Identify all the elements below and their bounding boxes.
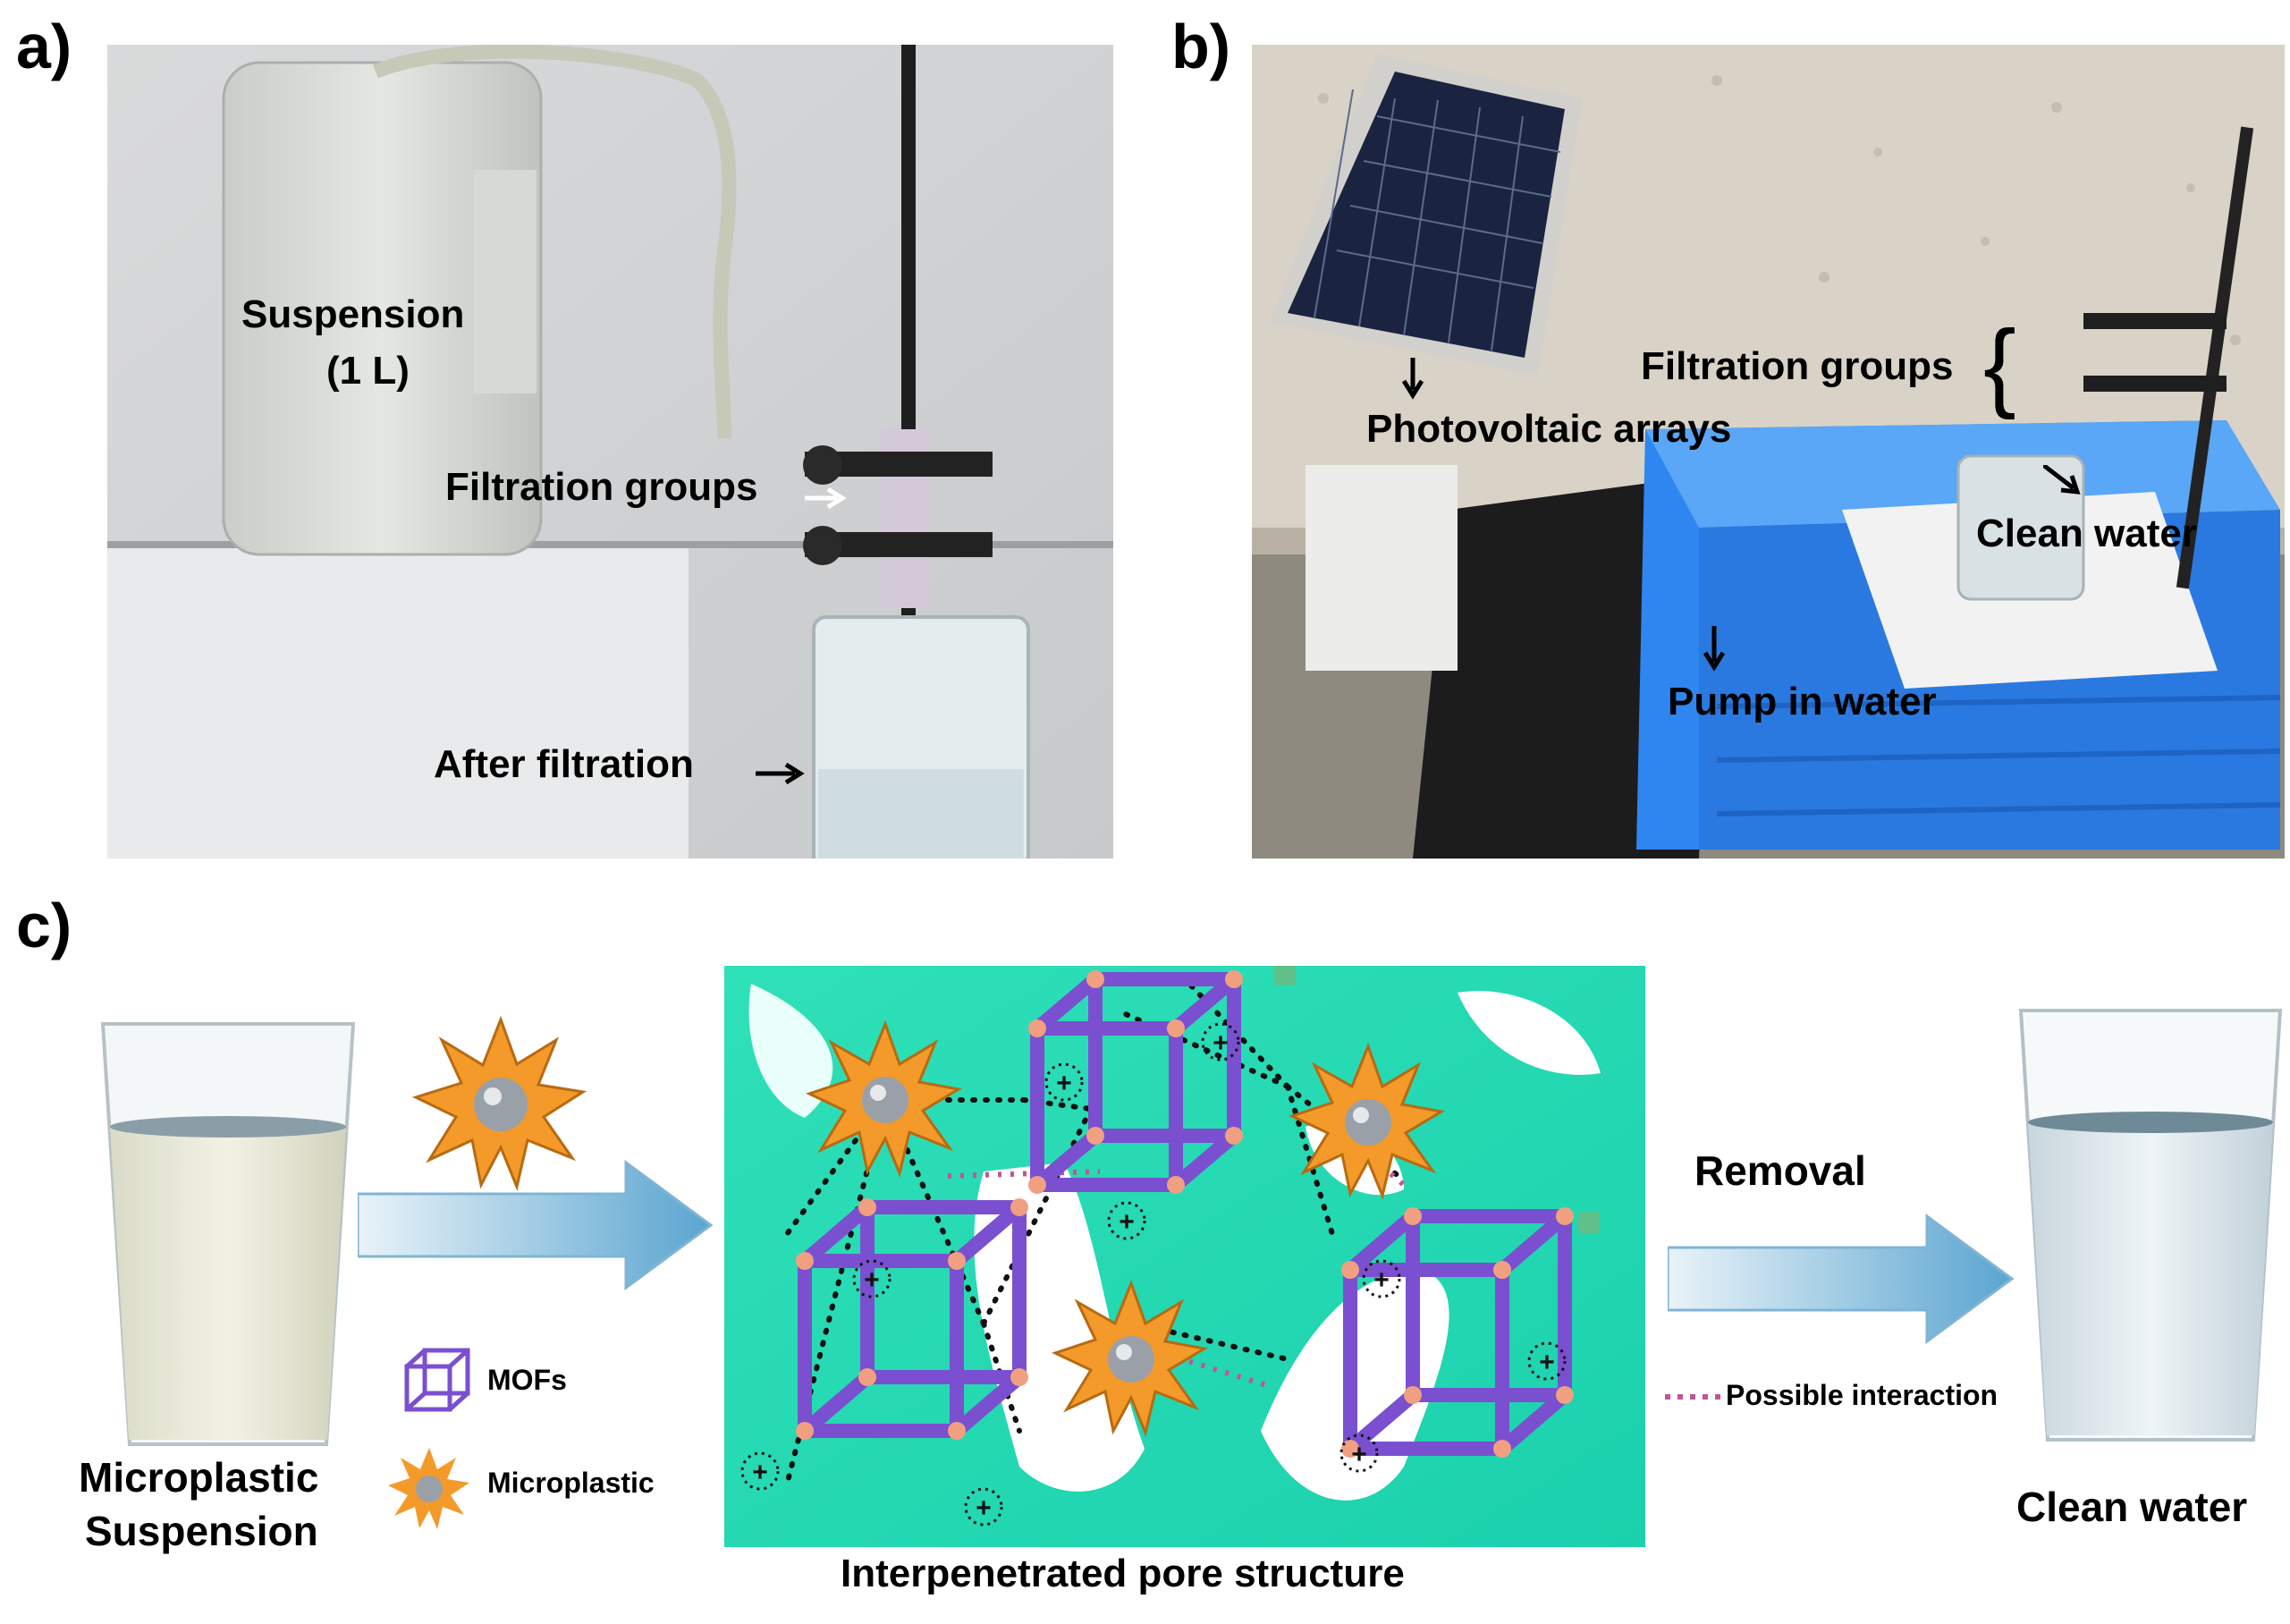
pump-label: Pump in water <box>1668 680 1937 723</box>
clean-water-label-c: Clean water <box>2016 1484 2248 1530</box>
panel-b-photo <box>1252 45 2285 859</box>
photovoltaic-label: Photovoltaic arrays <box>1366 407 1732 451</box>
microplastic-particle-icon <box>411 1015 587 1191</box>
suspension-label: Suspension <box>241 292 465 336</box>
arrow-icon <box>805 487 847 509</box>
microplastic-particle-icon <box>1051 1279 1209 1437</box>
svg-text:+: + <box>1056 1069 1072 1098</box>
brace-icon: { <box>1983 310 2016 420</box>
filtration-groups-label-a: Filtration groups <box>445 465 758 509</box>
panel-c-label: c) <box>16 891 72 960</box>
flow-arrow-icon <box>358 1160 714 1290</box>
svg-text:+: + <box>1351 1440 1367 1469</box>
possible-interaction-label: Possible interaction <box>1726 1379 1998 1411</box>
mof-cube <box>1030 972 1241 1192</box>
suspension-glass <box>100 1022 356 1446</box>
microplastic-particle-icon <box>1288 1042 1446 1200</box>
arrow-icon <box>2043 465 2081 495</box>
pore-structure-caption: Interpenetrated pore structure <box>841 1552 1405 1595</box>
arrow-icon <box>1402 358 1424 400</box>
filtration-groups-label-b: Filtration groups <box>1641 344 1954 388</box>
svg-text:+: + <box>1119 1207 1135 1237</box>
svg-text:+: + <box>1539 1348 1555 1377</box>
microplastic-legend-icon <box>388 1448 469 1529</box>
arrow-icon <box>756 763 805 784</box>
panel-a-photo <box>107 45 1113 859</box>
panel-a-label: a) <box>16 12 72 81</box>
microplastic-particle-icon <box>805 1019 963 1178</box>
after-filtration-label: After filtration <box>434 742 694 786</box>
interaction-line-icon <box>1665 1394 1724 1400</box>
legend-microplastic: Microplastic <box>487 1467 655 1499</box>
clean-water-label-b: Clean water <box>1976 512 2197 555</box>
microplastic-suspension-line1: Microplastic <box>79 1454 319 1501</box>
legend-mofs: MOFs <box>487 1364 567 1396</box>
flow-arrow-icon <box>1668 1214 2015 1344</box>
svg-text:+: + <box>976 1493 992 1523</box>
pore-structure-diagram: + + + + + + + + + <box>724 966 1645 1547</box>
mof-cube <box>798 1200 1027 1438</box>
removal-label: Removal <box>1694 1147 1866 1194</box>
volume-label: (1 L) <box>326 349 410 393</box>
arrow-icon <box>1703 626 1725 672</box>
svg-text:+: + <box>1373 1265 1390 1295</box>
microplastic-suspension-line2: Suspension <box>85 1508 318 1554</box>
mof-cube <box>1343 1209 1572 1456</box>
svg-text:+: + <box>752 1458 768 1487</box>
panel-b-label: b) <box>1171 12 1231 81</box>
svg-text:+: + <box>864 1265 880 1295</box>
svg-text:+: + <box>1213 1028 1229 1058</box>
mof-legend-icon <box>404 1348 470 1412</box>
solar-panel <box>1270 54 1583 376</box>
clean-water-glass <box>2018 1009 2283 1442</box>
